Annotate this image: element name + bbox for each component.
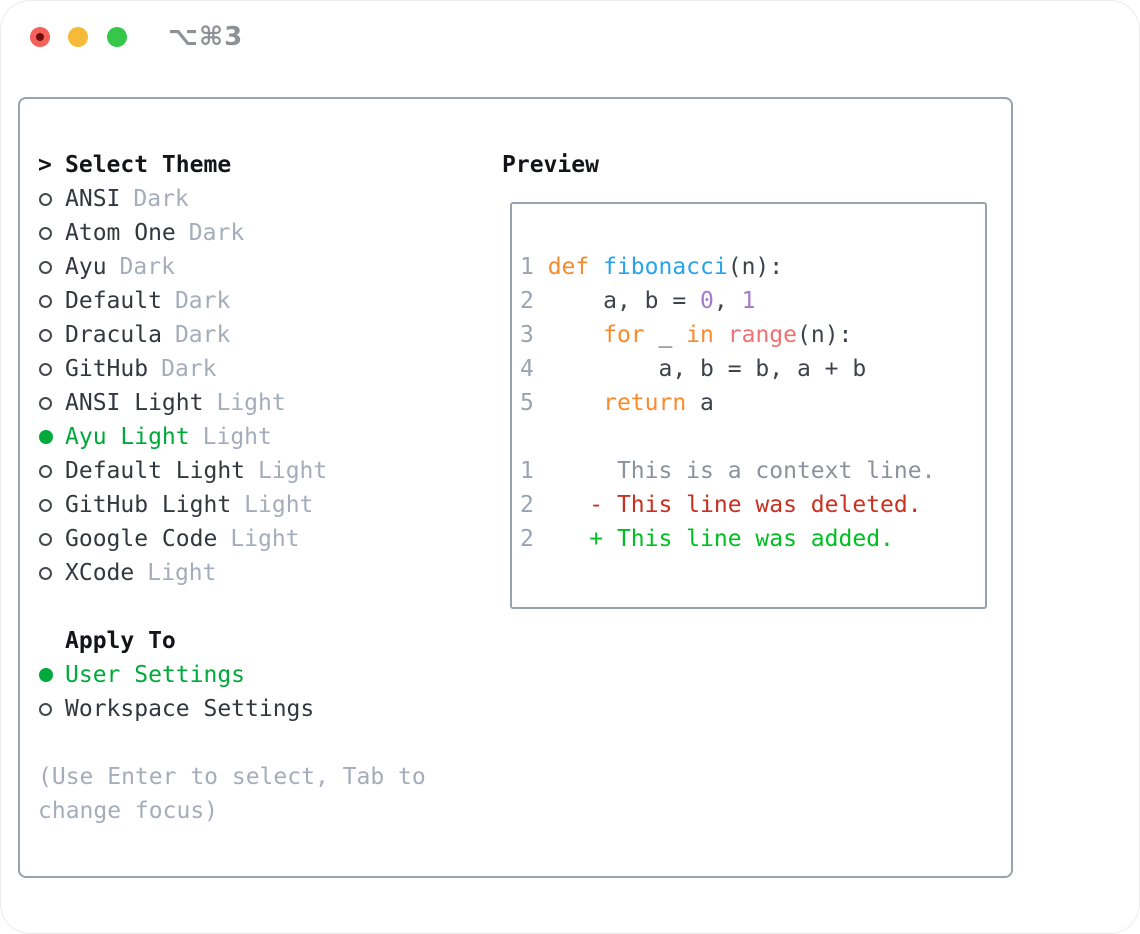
theme-item-github-light[interactable]: GitHub Light Light xyxy=(38,488,478,522)
minimize-button[interactable] xyxy=(68,27,88,47)
preview-header: Preview xyxy=(502,152,599,178)
keyboard-hint: (Use Enter to select, Tab to change focu… xyxy=(38,764,426,824)
apply-item-user-settings[interactable]: User Settings xyxy=(38,658,478,692)
spacer xyxy=(38,726,478,760)
radio-icon xyxy=(38,532,65,546)
option-variant-label: Dark xyxy=(174,322,231,348)
radio-icon xyxy=(38,328,65,342)
option-label: GitHub xyxy=(65,356,149,382)
option-variant-label: Light xyxy=(258,458,328,484)
option-variant-label: Dark xyxy=(119,254,175,280)
option-label: Ayu Light xyxy=(65,424,190,450)
theme-item-github[interactable]: GitHub Dark xyxy=(38,352,478,386)
apply-item-workspace-settings[interactable]: Workspace Settings xyxy=(38,692,478,726)
option-label: Ayu xyxy=(65,254,107,280)
apply-to-header-label: Apply To xyxy=(65,628,176,654)
theme-item-atom-one[interactable]: Atom One Dark xyxy=(38,216,478,250)
code-line: 1 This is a context line. xyxy=(520,458,936,484)
option-variant-label: Light xyxy=(216,390,286,416)
radio-icon xyxy=(38,498,65,512)
radio-icon xyxy=(38,192,65,206)
option-variant-label: Light xyxy=(244,492,314,518)
select-theme-header-label: Select Theme xyxy=(65,152,232,178)
code-line: 1 def fibonacci(n): xyxy=(520,254,784,280)
option-label: XCode xyxy=(65,560,135,586)
focus-caret-icon: > xyxy=(38,152,52,178)
option-label: Default xyxy=(65,288,162,314)
theme-item-ayu[interactable]: Ayu Dark xyxy=(38,250,478,284)
option-variant-label: Dark xyxy=(161,356,217,382)
radio-icon xyxy=(38,396,65,410)
radio-icon xyxy=(38,464,65,478)
option-variant-label: Dark xyxy=(133,186,189,212)
radio-icon xyxy=(38,260,65,274)
preview-box: 1 def fibonacci(n): 2 a, b = 0, 1 3 for _ … xyxy=(510,202,987,609)
code-line: 2 - This line was deleted. xyxy=(520,492,922,518)
option-variant-label: Light xyxy=(147,560,217,586)
option-variant-label: Light xyxy=(202,424,272,450)
option-label: ANSI Light xyxy=(65,390,204,416)
theme-item-ansi-light[interactable]: ANSI Light Light xyxy=(38,386,478,420)
code-line: 3 for _ in range(n): xyxy=(520,322,853,348)
radio-icon xyxy=(38,226,65,240)
apply-to-header: Apply To xyxy=(38,624,478,658)
radio-icon xyxy=(38,294,65,308)
radio-icon xyxy=(38,702,65,716)
theme-item-google-code[interactable]: Google Code Light xyxy=(38,522,478,556)
code-line: 2 a, b = 0, 1 xyxy=(520,288,756,314)
option-variant-label: Dark xyxy=(174,288,231,314)
radio-selected-icon xyxy=(38,668,65,682)
theme-item-ayu-light[interactable]: Ayu Light Light xyxy=(38,420,478,454)
code-line xyxy=(520,420,985,454)
theme-item-default[interactable]: Default Dark xyxy=(38,284,478,318)
code-line: 2 + This line was added. xyxy=(520,526,894,552)
code-line: 5 return a xyxy=(520,390,714,416)
option-variant-label: Dark xyxy=(188,220,245,246)
option-label: Atom One xyxy=(65,220,176,246)
option-label: User Settings xyxy=(65,662,246,688)
option-label: Google Code xyxy=(65,526,218,552)
theme-item-ansi[interactable]: ANSI Dark xyxy=(38,182,478,216)
close-dot-icon xyxy=(36,33,44,41)
theme-item-xcode[interactable]: XCode Light xyxy=(38,556,478,590)
option-label: Default Light xyxy=(65,458,246,484)
spacer xyxy=(38,590,478,624)
option-label: GitHub Light xyxy=(65,492,232,518)
code-line: 4 a, b = b, a + b xyxy=(520,356,867,382)
select-theme-header: > Select Theme xyxy=(38,148,478,182)
option-label: Dracula xyxy=(65,322,162,348)
radio-icon xyxy=(38,362,65,376)
option-variant-label: Light xyxy=(230,526,300,552)
option-label: ANSI xyxy=(65,186,121,212)
option-label: Workspace Settings xyxy=(65,696,315,722)
window-title: ⌥⌘3 xyxy=(168,22,244,52)
theme-item-default-light[interactable]: Default Light Light xyxy=(38,454,478,488)
radio-icon xyxy=(38,566,65,580)
zoom-button[interactable] xyxy=(107,27,127,47)
theme-item-dracula[interactable]: Dracula Dark xyxy=(38,318,478,352)
close-button[interactable] xyxy=(30,27,50,47)
code-preview: 1 def fibonacci(n): 2 a, b = 0, 1 3 for _ … xyxy=(512,204,985,556)
title-bar: ⌥⌘3 xyxy=(0,0,1140,75)
radio-selected-icon xyxy=(38,430,65,444)
